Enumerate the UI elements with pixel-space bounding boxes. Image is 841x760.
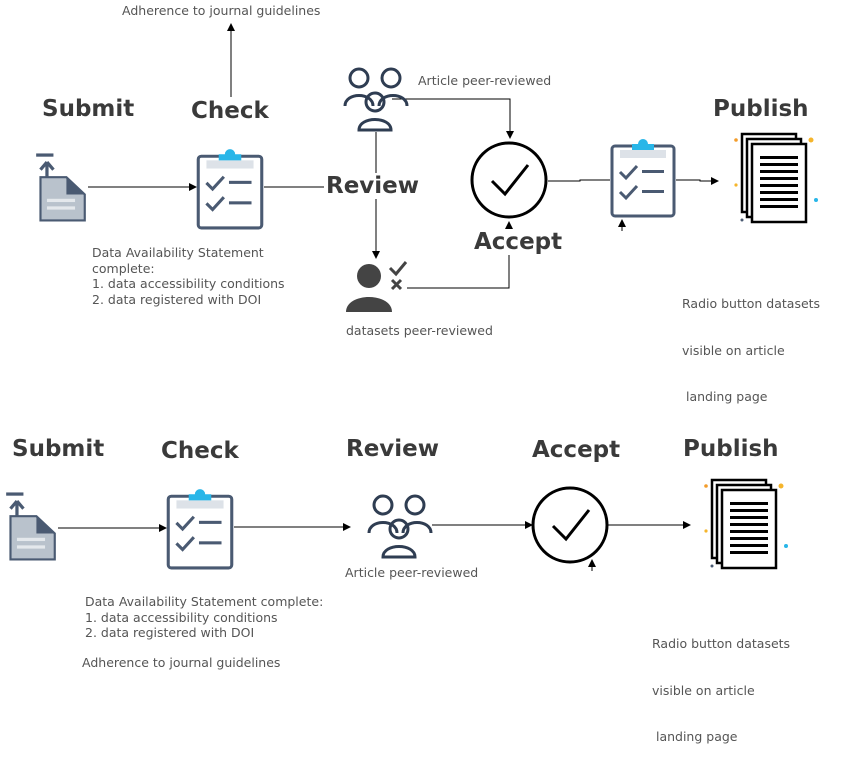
das-line: Data Availability Statement <box>92 245 264 260</box>
reviewers-group-icon <box>367 494 433 559</box>
upload-document-icon <box>4 492 57 562</box>
radio-line: landing page <box>652 729 738 744</box>
radio-line: visible on article <box>682 342 785 358</box>
radio-line: visible on article <box>652 682 755 698</box>
top-stage-publish: Publish <box>713 96 809 122</box>
top-stage-accept: Accept <box>472 229 565 255</box>
bottom-stage-publish: Publish <box>683 436 779 462</box>
bottom-stage-check: Check <box>161 438 239 464</box>
das-line: complete: <box>92 260 155 276</box>
accept-check-circle-icon <box>531 486 609 564</box>
top-note-das: Data Availability Statement complete: 1.… <box>92 245 285 307</box>
das-line: 2. data registered with DOI <box>85 625 255 640</box>
workflow-diagram <box>4 23 820 571</box>
bottom-connectors <box>58 521 691 571</box>
bottom-note-das: Data Availability Statement complete: 1.… <box>85 594 323 641</box>
bottom-note-radio: Radio button datasets visible on article… <box>652 605 790 760</box>
person-checkmark-icon <box>346 261 408 312</box>
top-note-guidelines: Adherence to journal guidelines <box>122 3 321 18</box>
published-documents-icon <box>702 478 790 570</box>
radio-line: Radio button datasets <box>652 636 791 651</box>
bottom-note-article-reviewed: Article peer-reviewed <box>345 565 479 580</box>
radio-line: Radio button datasets <box>682 296 821 311</box>
top-note-datasets-reviewed: datasets peer-reviewed <box>346 323 493 338</box>
clipboard-checklist-icon <box>610 137 676 218</box>
top-stage-review: Review <box>324 173 422 199</box>
das-line: 1. data accessibility conditions <box>92 276 285 291</box>
bottom-stage-accept: Accept <box>532 437 621 463</box>
das-line: Data Availability Statement complete: <box>85 594 324 609</box>
top-stage-submit: Submit <box>42 96 135 122</box>
radio-line: landing page <box>682 389 768 404</box>
bottom-stage-review: Review <box>346 436 440 462</box>
top-note-radio: Radio button datasets visible on article… <box>682 265 820 420</box>
top-stage-check: Check <box>191 98 269 124</box>
accept-check-circle-icon <box>470 141 548 219</box>
clipboard-checklist-icon <box>196 147 264 230</box>
published-documents-icon <box>732 132 820 224</box>
bottom-flow <box>4 478 790 571</box>
bottom-stage-submit: Submit <box>12 436 105 462</box>
das-line: 2. data registered with DOI <box>92 291 262 307</box>
bottom-note-guidelines: Adherence to journal guidelines <box>82 655 281 670</box>
top-flow <box>34 23 820 312</box>
das-line: 1. data accessibility conditions <box>85 609 278 625</box>
clipboard-checklist-icon <box>166 487 234 570</box>
top-note-article-reviewed: Article peer-reviewed <box>418 73 552 88</box>
upload-document-icon <box>34 153 87 223</box>
